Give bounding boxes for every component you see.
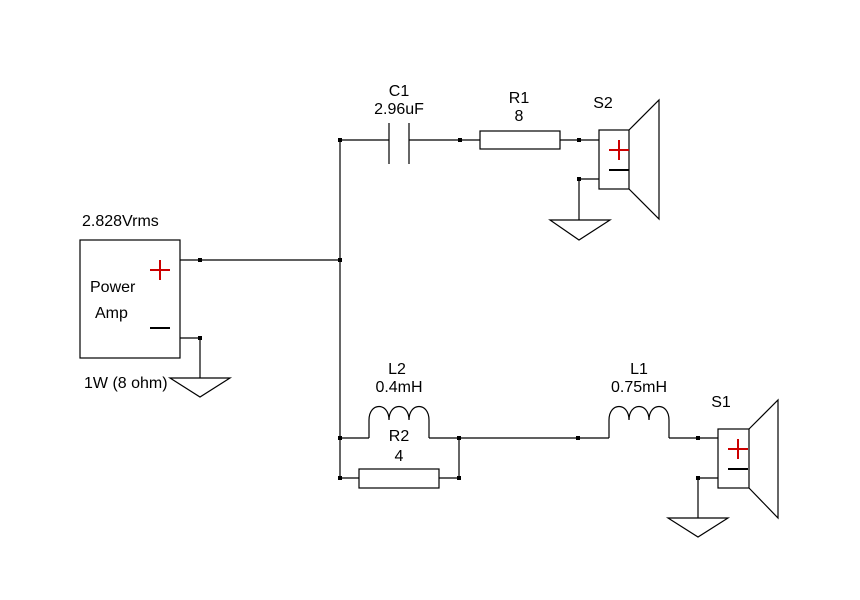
wire-r2-return — [439, 438, 460, 479]
ground-icon — [167, 377, 233, 398]
junction-dot — [457, 476, 461, 480]
junction-dot — [576, 436, 580, 440]
l2-ref: L2 — [388, 361, 406, 378]
ground-icon — [548, 219, 613, 241]
l2-value: 0.4mH — [375, 379, 422, 396]
s2-ref: S2 — [593, 95, 613, 112]
resistor-r1[interactable]: R1 8 — [479, 90, 561, 150]
junction-dot — [198, 258, 202, 262]
c1-value: 2.96uF — [374, 101, 424, 118]
s2-ground — [548, 177, 613, 241]
speaker-icon — [717, 428, 750, 489]
speaker-s2[interactable]: S2 — [593, 95, 660, 221]
r1-ref: R1 — [509, 90, 530, 107]
junction-dot — [696, 436, 700, 440]
resistor-r2[interactable]: R2 4 — [358, 428, 440, 489]
power-amp-box[interactable] — [79, 239, 181, 359]
junction-dot — [577, 138, 581, 142]
speaker-icon — [598, 129, 630, 190]
r2-ref: R2 — [389, 428, 410, 445]
ground-icon — [665, 517, 731, 538]
inductor-l1[interactable]: L1 0.75mH — [608, 361, 670, 438]
r1-value: 8 — [515, 108, 524, 125]
capacitor-c1[interactable]: C1 2.96uF — [374, 83, 424, 164]
power-amp-power-label: 1W (8 ohm) — [84, 375, 168, 392]
s1-ref: S1 — [711, 394, 731, 411]
plus-icon — [728, 439, 748, 459]
junction-dot — [458, 138, 462, 142]
r2-value: 4 — [395, 448, 404, 465]
power-amp-name-line2: Amp — [95, 305, 128, 322]
power-amp[interactable]: 2.828Vrms Power Amp 1W (8 ohm) — [79, 213, 181, 392]
l1-ref: L1 — [630, 361, 648, 378]
power-amp-voltage-label: 2.828Vrms — [82, 213, 159, 230]
plus-icon — [609, 140, 629, 160]
plus-icon — [150, 260, 170, 280]
l1-value: 0.75mH — [611, 379, 667, 396]
inductor-l2[interactable]: L2 0.4mH — [368, 361, 430, 438]
amp-ground — [167, 336, 233, 398]
c1-ref: C1 — [389, 83, 410, 100]
s1-ground — [665, 476, 731, 538]
speaker-s1[interactable]: S1 — [711, 394, 779, 520]
power-amp-name-line1: Power — [90, 279, 136, 296]
